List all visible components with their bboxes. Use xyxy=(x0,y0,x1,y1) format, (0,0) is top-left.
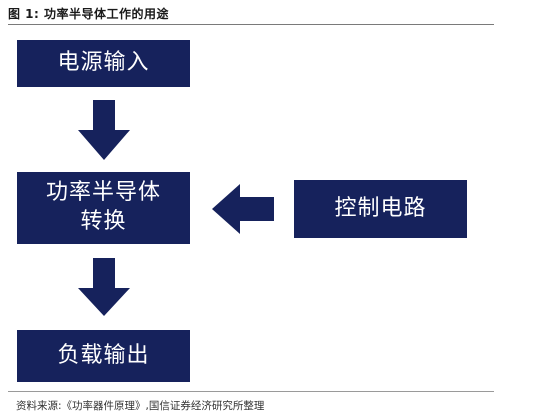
control-circuit-box: 控制电路 xyxy=(294,180,467,238)
source-divider xyxy=(8,391,494,392)
down-arrow-icon xyxy=(78,100,130,160)
down-arrow-icon xyxy=(78,258,130,316)
semiconductor-label-line2: 转换 xyxy=(80,209,127,234)
load-output-box: 负载输出 xyxy=(17,330,190,382)
figure-title: 图 1: 功率半导体工作的用途 xyxy=(8,7,170,21)
control-circuit-label: 控制电路 xyxy=(334,195,427,221)
title-divider xyxy=(8,24,494,25)
left-arrow-icon xyxy=(212,184,274,234)
down-arrow-shape xyxy=(78,100,130,160)
load-output-label: 负载输出 xyxy=(57,342,150,368)
left-arrow-shape xyxy=(212,184,274,234)
down-arrow-shape xyxy=(78,258,130,316)
semiconductor-label-line1: 功率半导体 xyxy=(45,180,161,206)
power-input-box: 电源输入 xyxy=(17,40,190,87)
power-input-label: 电源输入 xyxy=(57,50,150,76)
semiconductor-conversion-box: 功率半导体 转换 xyxy=(17,172,190,244)
source-note: 资料来源:《功率器件原理》,国信证券经济研究所整理 xyxy=(16,400,265,412)
